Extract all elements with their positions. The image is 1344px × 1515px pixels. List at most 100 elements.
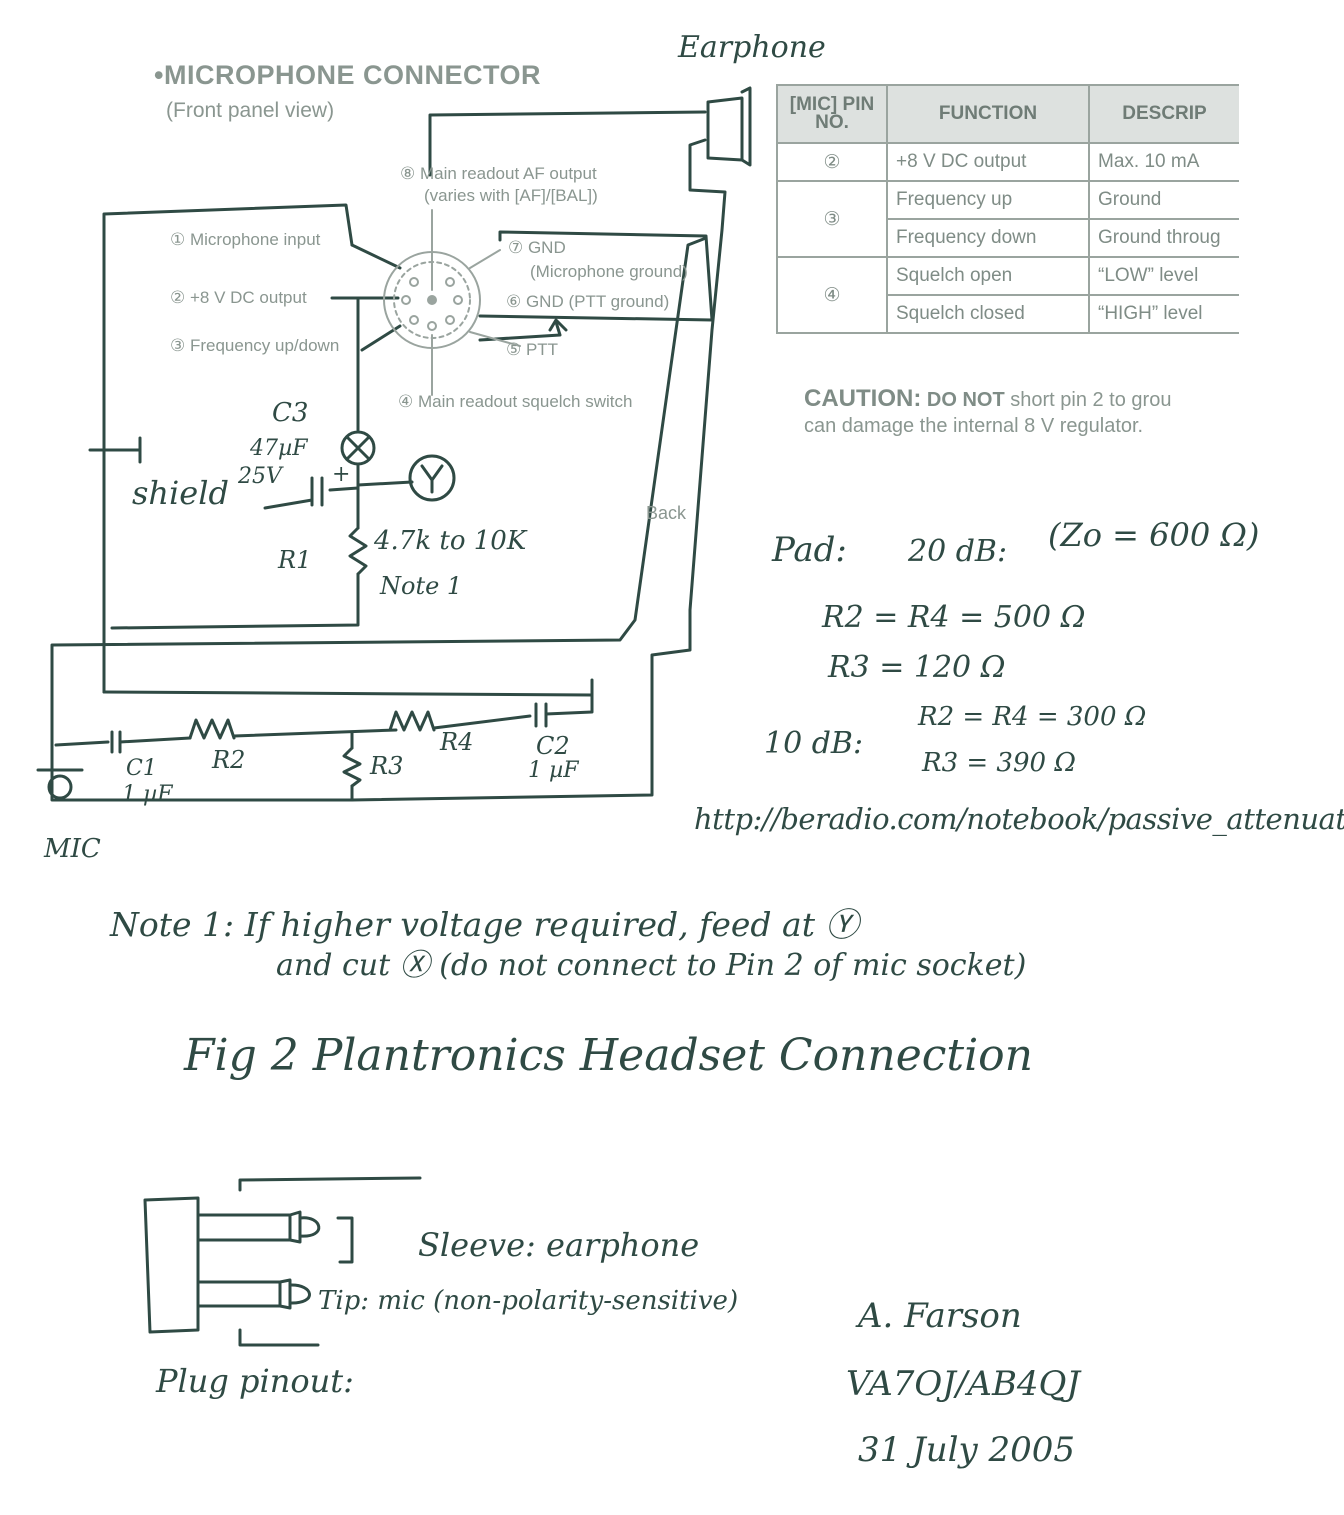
plug-drawing — [143, 1176, 422, 1347]
pin6-label: ⑥ GND (PTT ground) — [506, 292, 670, 311]
row-function: +8 V DC output — [886, 142, 1090, 182]
c3-plus: + — [332, 462, 351, 487]
ptt-wire — [478, 320, 562, 342]
plug-tip-label: Tip: mic (non-polarity-sensitive) — [318, 1286, 739, 1316]
earphone-label: Earphone — [678, 30, 826, 65]
row-description: Ground throug — [1088, 218, 1239, 258]
r1-name: R1 — [278, 546, 312, 574]
author-name: A. Farson — [858, 1296, 1022, 1336]
c3-wire — [328, 486, 360, 492]
author-callsign: VA7OJ/AB4QJ — [846, 1364, 1081, 1404]
row-description: “LOW” level — [1088, 256, 1239, 296]
row-description: Ground — [1088, 180, 1239, 220]
table-row: ③ Frequency up Ground — [776, 180, 1239, 258]
pin1-label: ① Microphone input — [170, 230, 321, 249]
row-pin: ② — [776, 142, 888, 182]
table-row: ② +8 V DC output Max. 10 mA — [776, 142, 1239, 182]
ptt-arrow — [548, 318, 568, 332]
r1-value: 4.7k to 10K — [374, 526, 527, 556]
row-function: Frequency up — [886, 180, 1090, 220]
row-description: “HIGH” level — [1088, 294, 1239, 334]
mic-label: MIC — [44, 834, 101, 864]
outer-frame-wire — [102, 203, 354, 694]
pad-url: http://beradio.com/notebook/passive_atte… — [694, 802, 1344, 836]
pad-r3-10: R3 = 390 Ω — [922, 748, 1076, 778]
pin8-sublabel: (varies with [AF]/[BAL]) — [424, 186, 598, 205]
pad-heading: Pad: — [772, 530, 847, 570]
r2-name: R2 — [212, 746, 246, 774]
connector-symbol — [383, 209, 521, 396]
c1-to-r2 — [118, 736, 192, 744]
row-description: Max. 10 mA — [1088, 142, 1239, 182]
table-row: Squelch closed “HIGH” level — [777, 294, 1239, 334]
table-header-row: [MIC] PIN NO. FUNCTION DESCRIP — [776, 84, 1239, 144]
c3-value: 47µF — [250, 436, 308, 461]
caution-rest: short pin 2 to grou — [1010, 389, 1172, 411]
c3-name: C3 — [272, 398, 309, 428]
r1-note: Note 1 — [380, 572, 463, 600]
row-function: Squelch open — [886, 256, 1090, 296]
header-function: FUNCTION — [886, 84, 1090, 144]
header-pin-no: [MIC] PIN NO. — [776, 84, 888, 144]
author-date: 31 July 2005 — [858, 1430, 1076, 1470]
earphone-wire — [428, 110, 707, 177]
back-label: Back — [646, 503, 687, 523]
row-function: Squelch closed — [886, 294, 1090, 334]
pin7-sublabel: (Microphone ground) — [530, 262, 688, 281]
pin8-label: ⑧ Main readout AF output — [400, 164, 597, 183]
r3-name: R3 — [370, 752, 404, 780]
y-marker-circle — [408, 454, 456, 502]
r4-name: R4 — [440, 728, 474, 756]
r3-resistor — [342, 746, 362, 788]
pin-function-table: [MIC] PIN NO. FUNCTION DESCRIP ② +8 V DC… — [776, 84, 1239, 334]
x-marker-cross — [345, 435, 371, 461]
caution-label: CAUTION: — [804, 385, 922, 412]
pin4-label: ④ Main readout squelch switch — [398, 392, 633, 411]
x-marker-circle — [340, 430, 376, 466]
pad-r3-20: R3 = 120 Ω — [828, 650, 1006, 685]
pin5-label: ⑤ PTT — [506, 340, 559, 359]
caution-text: CAUTION: DO NOT short pin 2 to grou can … — [804, 386, 1171, 439]
caution-emphasis: DO NOT — [926, 389, 1005, 411]
r1-wire-bottom — [110, 572, 360, 630]
r4-resistor — [388, 710, 436, 732]
inner-loop-wire — [102, 678, 594, 697]
row-pin: ④ — [776, 256, 888, 334]
r1-resistor — [348, 526, 368, 576]
plug-sleeve-label: Sleeve: earphone — [418, 1226, 700, 1264]
note-line2: and cut Ⓧ (do not connect to Pin 2 of mi… — [276, 948, 1027, 983]
r4-to-c2 — [432, 714, 532, 730]
c2-to-loop — [544, 693, 594, 716]
gnd-loop-wire — [478, 230, 714, 322]
pin1-wire — [350, 243, 402, 270]
pin3-label: ③ Frequency up/down — [170, 336, 340, 355]
c3-lead-left — [263, 498, 314, 510]
table-row: Frequency down Ground throug — [777, 218, 1239, 258]
table-row: ④ Squelch open “LOW” level — [776, 256, 1239, 334]
bottom-line — [54, 740, 110, 747]
title-bullet: • — [154, 60, 164, 90]
pin7-label: ⑦ GND — [508, 238, 566, 257]
figure-caption: Fig 2 Plantronics Headset Connection — [184, 1030, 1033, 1081]
pad-20db: 20 dB: — [908, 534, 1008, 569]
title-text: MICROPHONE CONNECTOR — [163, 60, 541, 90]
pad-10db: 10 dB: — [764, 726, 864, 761]
c1-value: 1 µF — [122, 782, 173, 807]
c3-voltage: 25V — [238, 464, 282, 489]
pad-r2r4-10: R2 = R4 = 300 Ω — [918, 702, 1147, 732]
caution-line2: can damage the internal 8 V regulator. — [804, 415, 1144, 437]
c1-name: C1 — [126, 756, 157, 781]
connector-subtitle: (Front panel view) — [166, 99, 335, 122]
mic-symbol — [47, 774, 73, 800]
pad-r2r4-20: R2 = R4 = 500 Ω — [822, 600, 1086, 635]
header-description: DESCRIP — [1088, 84, 1239, 144]
earphone-cap — [740, 86, 752, 167]
c2-name: C2 — [536, 732, 570, 760]
note-line1: Note 1: If higher voltage required, feed… — [110, 905, 859, 944]
r2-resistor — [188, 718, 236, 740]
earphone-symbol — [706, 96, 744, 162]
connector-title: •MICROPHONE CONNECTOR — [154, 60, 541, 91]
earphone-drop-wire — [50, 138, 727, 802]
